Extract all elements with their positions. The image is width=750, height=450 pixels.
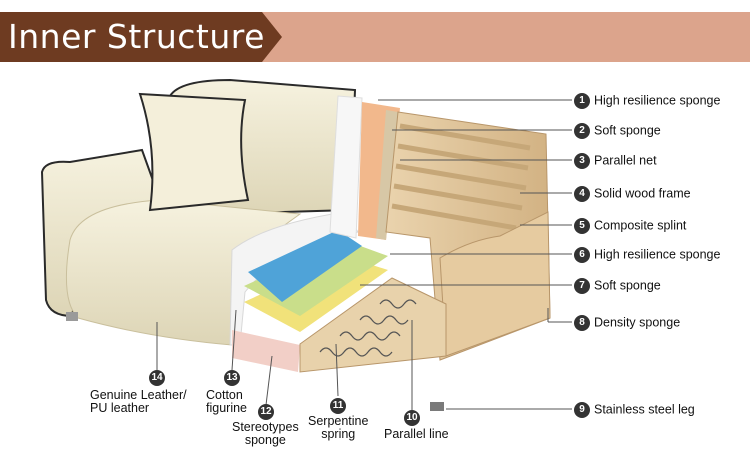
callout-label: Parallel net bbox=[594, 153, 657, 168]
callout-8: 8 Density sponge bbox=[574, 313, 680, 331]
serpentine-springs bbox=[319, 299, 417, 357]
bottom-number-11: 11 bbox=[330, 398, 346, 414]
stereotypes-sponge-layer bbox=[232, 330, 300, 372]
callout-number: 1 bbox=[574, 92, 590, 109]
callout-4: 4 Solid wood frame bbox=[574, 184, 691, 202]
callout-9: 9 Stainless steel leg bbox=[574, 400, 695, 418]
bottom-label-13: Cotton figurine bbox=[206, 389, 247, 415]
high-resilience-sponge-layer bbox=[248, 230, 362, 302]
bottom-number-12: 12 bbox=[258, 404, 274, 420]
callout-label: Soft sponge bbox=[594, 123, 661, 138]
callout-6: 6 High resilience sponge bbox=[574, 245, 720, 263]
callout-label: High resilience sponge bbox=[594, 247, 721, 262]
label-line: Serpentine bbox=[308, 414, 369, 428]
banner-title: Inner Structure bbox=[8, 17, 265, 56]
callout-label: Soft sponge bbox=[594, 278, 661, 293]
label-line: Genuine Leather/ bbox=[90, 388, 187, 402]
callout-number: 9 bbox=[574, 401, 590, 418]
callout-number: 7 bbox=[574, 277, 590, 294]
label-line: spring bbox=[321, 427, 356, 441]
callout-2: 2 Soft sponge bbox=[574, 121, 661, 139]
parallel-net-layer bbox=[376, 110, 398, 240]
bottom-number-10: 10 bbox=[404, 410, 420, 426]
label-line: PU leather bbox=[90, 401, 150, 415]
callout-label: Density sponge bbox=[594, 315, 681, 330]
bottom-label-14: Genuine Leather/ PU leather bbox=[90, 389, 187, 415]
back-foam-white bbox=[329, 95, 363, 239]
callout-number: 3 bbox=[574, 152, 590, 169]
bottom-label-11: Serpentine spring bbox=[308, 415, 368, 441]
left-leg bbox=[66, 312, 78, 321]
callout-label: Stainless steel leg bbox=[594, 402, 695, 417]
callout-7: 7 Soft sponge bbox=[574, 276, 661, 294]
throw-pillow bbox=[138, 92, 250, 212]
steel-leg bbox=[430, 402, 444, 411]
label-line: figurine bbox=[206, 401, 247, 415]
banner-tab bbox=[0, 12, 282, 62]
label-line: Parallel line bbox=[384, 427, 449, 441]
bottom-number-14: 14 bbox=[149, 370, 165, 386]
callout-label: High resilience sponge bbox=[594, 93, 721, 108]
leader-lines bbox=[156, 99, 572, 410]
callout-label: Composite splint bbox=[594, 218, 687, 233]
callout-number: 8 bbox=[574, 314, 590, 331]
wood-slats bbox=[391, 123, 531, 231]
bottom-number-13: 13 bbox=[224, 370, 240, 386]
callout-number: 6 bbox=[574, 246, 590, 263]
callout-number: 2 bbox=[574, 122, 590, 139]
bottom-label-10: Parallel line bbox=[384, 428, 449, 441]
right-arm-frame bbox=[439, 211, 551, 357]
bottom-label-12: Stereotypes sponge bbox=[232, 421, 299, 447]
label-line: Stereotypes bbox=[232, 420, 299, 434]
callout-number: 5 bbox=[574, 217, 590, 234]
callout-3: 3 Parallel net bbox=[574, 151, 657, 169]
seat-cushion bbox=[65, 199, 302, 346]
callout-1: 1 High resilience sponge bbox=[574, 91, 720, 109]
label-line: sponge bbox=[244, 433, 286, 447]
label-line: Cotton bbox=[206, 388, 243, 402]
callout-label: Solid wood frame bbox=[594, 186, 691, 201]
callout-number: 4 bbox=[574, 185, 590, 202]
callout-5: 5 Composite splint bbox=[574, 216, 686, 234]
